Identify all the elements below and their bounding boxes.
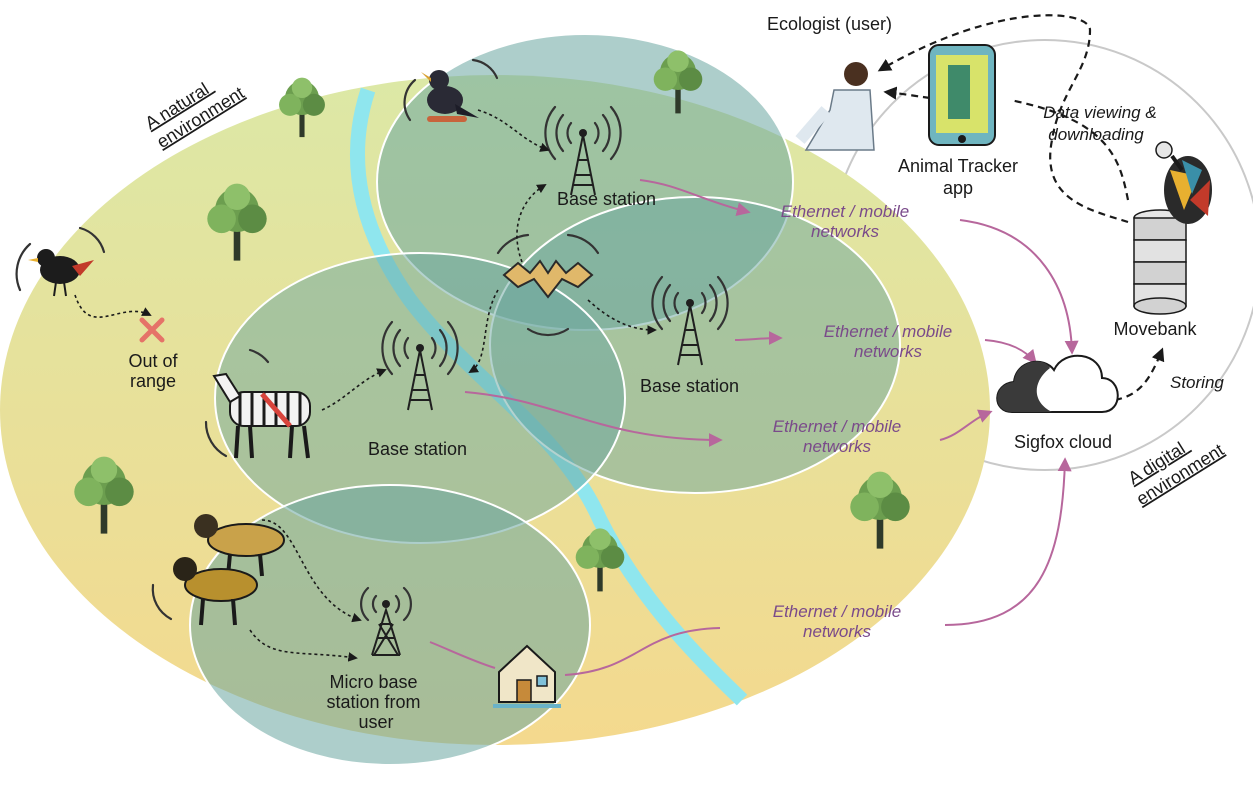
wild-dog-icon bbox=[194, 514, 285, 577]
base-station-top-label: Base station bbox=[557, 189, 656, 209]
wild-dog-icon bbox=[151, 557, 258, 626]
movebank-label: Movebank bbox=[1113, 319, 1197, 339]
micro-base-station-label: Micro base station from user bbox=[326, 672, 425, 732]
starling-bird-icon bbox=[403, 58, 499, 122]
person-icon bbox=[795, 62, 875, 151]
storing-label: Storing bbox=[1170, 373, 1224, 392]
database-icon bbox=[1133, 209, 1187, 315]
micro-base-station-icon bbox=[360, 586, 412, 656]
zebra-icon bbox=[204, 348, 311, 459]
ecologist-user-label: Ecologist (user) bbox=[767, 14, 892, 34]
house-icon bbox=[493, 644, 561, 708]
base-station-left-label: Base station bbox=[368, 439, 467, 459]
phone-icon bbox=[928, 44, 996, 146]
cross-icon bbox=[139, 317, 165, 343]
sigfox-cloud-label: Sigfox cloud bbox=[1014, 432, 1112, 452]
cloud-icon bbox=[996, 354, 1119, 413]
data-viewing-label: Data viewing &downloading bbox=[1043, 103, 1156, 144]
digital-environment-label: A digital environment bbox=[1121, 421, 1227, 509]
base-station-right-label: Base station bbox=[640, 376, 739, 396]
blackbird-icon bbox=[15, 226, 106, 297]
bat-icon bbox=[496, 233, 600, 337]
vulture-icon bbox=[1155, 141, 1212, 224]
